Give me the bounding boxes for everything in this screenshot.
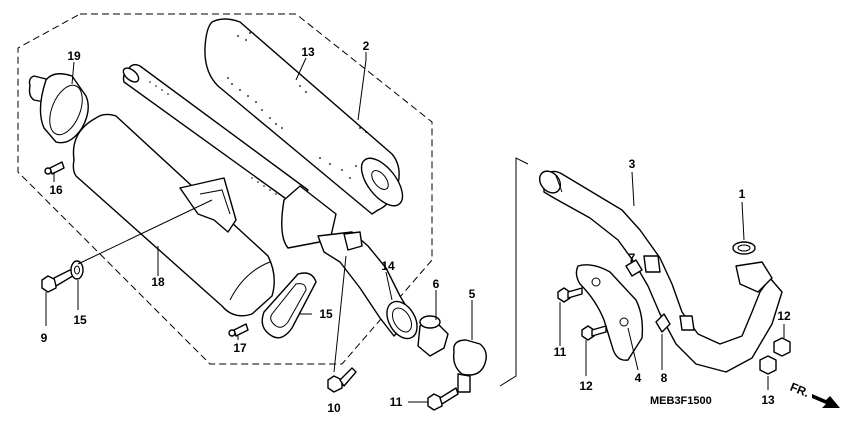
callout-12-top: 12 bbox=[777, 309, 791, 323]
front-direction-arrow-icon bbox=[812, 394, 840, 408]
callout-11-bottom: 12 bbox=[579, 379, 593, 393]
callout-8: 9 bbox=[41, 331, 48, 345]
gasket-part bbox=[261, 272, 317, 339]
callout-1: 1 bbox=[739, 187, 746, 201]
callout-17: 14 bbox=[381, 259, 395, 273]
callout-7-top: 7 bbox=[629, 251, 636, 265]
exhaust-gasket-ring bbox=[732, 241, 756, 255]
callout-7-bottom: 8 bbox=[661, 371, 668, 385]
callout-11-top: 11 bbox=[554, 345, 567, 359]
clamp-band-part bbox=[452, 339, 487, 393]
callout-10: 11 bbox=[390, 395, 403, 409]
muffler-packing-part bbox=[204, 18, 404, 215]
bolt-11-top bbox=[557, 287, 583, 303]
callout-15-bottom: 17 bbox=[233, 341, 247, 355]
clip-7-bottom bbox=[655, 313, 671, 333]
muffler-end-cap bbox=[281, 185, 418, 340]
rivet-15-top bbox=[44, 161, 65, 175]
rear-cap-part bbox=[28, 73, 89, 144]
pipe-group-bracket bbox=[499, 157, 529, 387]
callout-16: 13 bbox=[301, 45, 315, 59]
muffler-assembly-frame bbox=[17, 13, 433, 365]
direction-label: FR. bbox=[788, 380, 811, 400]
callout-15-top: 16 bbox=[49, 183, 63, 197]
callout-labels: 2 13 19 16 18 9 15 17 15 14 6 5 10 11 3 … bbox=[41, 39, 812, 415]
clip-7-top bbox=[625, 259, 643, 277]
callout-12-bottom: 13 bbox=[761, 393, 775, 407]
rivet-15-bottom bbox=[228, 323, 249, 337]
muffler-body-part bbox=[72, 113, 275, 317]
leader-lines bbox=[45, 52, 785, 403]
perforated-inner-pipe bbox=[122, 63, 309, 207]
callout-2: 2 bbox=[363, 39, 370, 53]
bolt-9 bbox=[327, 367, 357, 393]
nut-12-bottom bbox=[759, 355, 777, 375]
callout-18: 18 bbox=[151, 275, 165, 289]
callout-5: 5 bbox=[469, 287, 476, 301]
callout-19: 19 bbox=[67, 49, 81, 63]
collar-part bbox=[417, 315, 449, 357]
exhaust-pipe-part bbox=[538, 170, 783, 373]
callout-3: 3 bbox=[629, 157, 636, 171]
diagram-code: MEB3F1500 bbox=[650, 395, 712, 407]
callout-14: 15 bbox=[319, 307, 333, 321]
bolt-10 bbox=[427, 387, 459, 411]
callout-6: 6 bbox=[433, 277, 440, 291]
bolt-11-bottom bbox=[581, 325, 607, 341]
callout-13: 15 bbox=[73, 313, 87, 327]
callout-4: 4 bbox=[635, 371, 642, 385]
heat-protector-part bbox=[575, 264, 644, 361]
callout-9: 10 bbox=[327, 401, 341, 415]
nut-12-top bbox=[773, 337, 791, 357]
washer-13 bbox=[70, 260, 84, 280]
